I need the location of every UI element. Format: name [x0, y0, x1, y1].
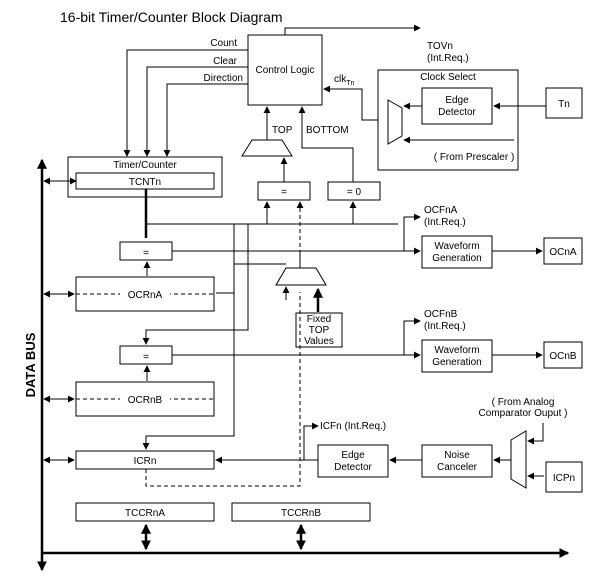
from-analog-label: ( From Analog	[492, 397, 555, 408]
ocnb-pin	[543, 341, 583, 369]
fixed-top-values	[295, 312, 343, 348]
svg-text:=: =	[143, 248, 149, 259]
svg-text:Waveform: Waveform	[434, 345, 479, 356]
svg-text:Timer/Counter: Timer/Counter	[113, 160, 177, 171]
svg-text:Edge: Edge	[341, 450, 365, 461]
icp-pin	[545, 461, 583, 493]
svg-text:Values: Values	[304, 336, 334, 347]
tov-int-label: (Int.Req.)	[427, 53, 469, 64]
svg-text:TCCRnB: TCCRnB	[281, 508, 321, 519]
icp-edge-detector	[317, 444, 389, 478]
control-logic-box	[247, 34, 323, 106]
svg-text:Canceler: Canceler	[437, 462, 478, 473]
ocna-pin	[543, 237, 583, 265]
direction-label: Direction	[204, 73, 243, 84]
svg-text:OCFnA: OCFnA	[424, 205, 458, 216]
svg-text:Edge: Edge	[445, 95, 469, 106]
tn-pin	[545, 87, 583, 119]
svg-text:OCnB: OCnB	[549, 351, 577, 362]
svg-text:Noise: Noise	[444, 450, 470, 461]
svg-text:= 0: = 0	[347, 187, 362, 198]
page-title: 16-bit Timer/Counter Block Diagram	[60, 9, 283, 25]
icf-label: ICFn (Int.Req.)	[320, 421, 386, 432]
tov-label: TOVn	[427, 41, 453, 52]
clock-edge-detector	[421, 87, 493, 125]
tccrb-register	[231, 502, 371, 522]
svg-text:Detector: Detector	[438, 107, 476, 118]
top-mux	[241, 139, 293, 157]
waveform-gen-a	[421, 235, 493, 269]
clear-label: Clear	[213, 56, 238, 67]
svg-text:TOP: TOP	[309, 325, 330, 336]
clock-mux	[387, 99, 403, 145]
from-prescaler-label: ( From Prescaler )	[434, 152, 515, 163]
svg-text:Detector: Detector	[334, 462, 372, 473]
svg-text:ICPn: ICPn	[553, 473, 575, 484]
svg-text:OCRnB: OCRnB	[128, 395, 163, 406]
svg-text:Waveform: Waveform	[434, 241, 479, 252]
svg-text:(Int.Req.): (Int.Req.)	[424, 321, 466, 332]
clk-label: clkTn	[334, 74, 355, 87]
svg-text:Tn: Tn	[558, 99, 570, 110]
svg-text:OCnA: OCnA	[549, 247, 577, 258]
tccra-register	[75, 502, 215, 522]
control-logic-label: Control Logic	[256, 65, 315, 76]
clock-select-label: Clock Select	[420, 72, 476, 83]
svg-text:Fixed: Fixed	[307, 314, 331, 325]
bottom-label: BOTTOM	[306, 125, 349, 136]
noise-canceler	[421, 444, 493, 478]
svg-text:OCRnA: OCRnA	[128, 290, 163, 301]
count-label: Count	[210, 38, 237, 49]
svg-text:ICRn: ICRn	[134, 456, 157, 467]
svg-text:=: =	[143, 352, 149, 363]
svg-text:TCCRnA: TCCRnA	[125, 508, 165, 519]
icp-mux	[510, 430, 527, 489]
svg-text:=: =	[281, 187, 287, 198]
svg-text:Comparator Ouput ): Comparator Ouput )	[479, 408, 568, 419]
svg-text:OCFnB: OCFnB	[424, 309, 458, 320]
svg-text:TCNTn: TCNTn	[129, 177, 161, 188]
icr-register	[75, 450, 215, 470]
waveform-gen-b	[421, 339, 493, 373]
top-label: TOP	[272, 125, 293, 136]
svg-text:(Int.Req.): (Int.Req.)	[424, 217, 466, 228]
fixed-mux	[275, 267, 327, 286]
bottom-comparator	[327, 181, 381, 201]
data-bus-label: DATA BUS	[23, 332, 38, 397]
svg-text:Generation: Generation	[432, 253, 481, 264]
svg-text:Generation: Generation	[432, 357, 481, 368]
